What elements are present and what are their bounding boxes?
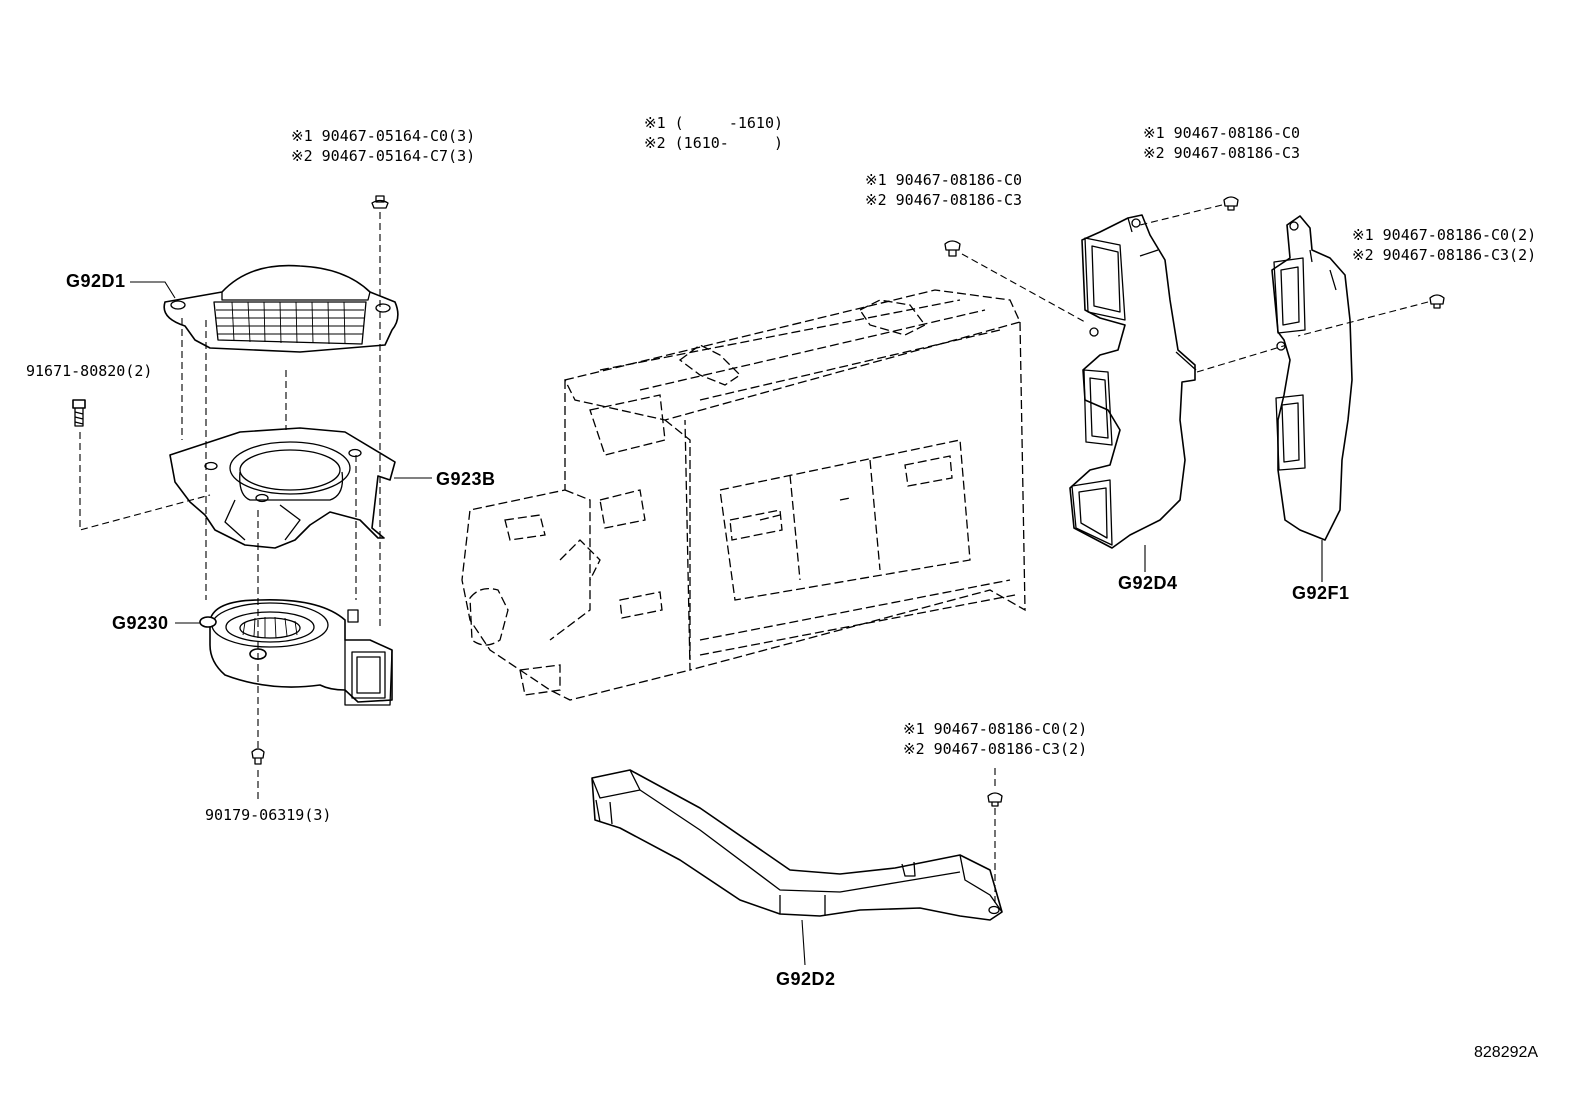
callout-screw-top-left-2: ※2 90467-05164-C7(3) (291, 147, 476, 165)
callout-screw-g92d4-1: ※1 90467-08186-C0 (1143, 124, 1301, 142)
screw-icon[interactable] (251, 748, 265, 765)
callout-screw-battery-1: ※1 90467-08186-C0 (865, 171, 1023, 189)
note-1: ※1 ( -1610) (644, 114, 783, 132)
callout-screw-g92d4-2: ※2 90467-08186-C3 (1143, 144, 1301, 162)
bolt-icon[interactable] (72, 399, 86, 427)
blower-fan-icon[interactable] (199, 599, 393, 706)
callout-screw-top-left-1: ※1 90467-05164-C0(3) (291, 127, 476, 145)
part-label-g92d2[interactable]: G92D2 (776, 969, 836, 989)
callout-screw-bottom-left: 90179-06319(3) (205, 806, 332, 824)
callout-screw-g92f1-1: ※1 90467-08186-C0(2) (1352, 226, 1537, 244)
part-label-g92d4[interactable]: G92D4 (1118, 573, 1178, 593)
screw-icon[interactable] (987, 792, 1003, 807)
duct-icon[interactable] (591, 769, 1003, 921)
callout-screw-battery-2: ※2 90467-08186-C3 (865, 191, 1023, 209)
screw-icon[interactable] (371, 195, 389, 209)
part-label-g9230[interactable]: G9230 (112, 613, 169, 633)
screw-icon[interactable] (1429, 294, 1445, 309)
part-label-g923b[interactable]: G923B (436, 469, 496, 489)
screw-icon[interactable] (1223, 196, 1239, 211)
duct-icon[interactable] (1069, 214, 1197, 549)
callout-screw-g92d2-1: ※1 90467-08186-C0(2) (903, 720, 1088, 738)
illustration-code: 828292A (1474, 1044, 1539, 1061)
callout-bolt-left: 91671-80820(2) (26, 362, 153, 380)
callout-screw-g92d2-2: ※2 90467-08186-C3(2) (903, 740, 1088, 758)
screw-icon[interactable] (944, 240, 961, 257)
part-label-g92d1[interactable]: G92D1 (66, 271, 126, 291)
battery-assembly-icon[interactable] (461, 289, 1026, 701)
note-2: ※2 (1610- ) (644, 134, 783, 152)
callout-screw-g92f1-2: ※2 90467-08186-C3(2) (1352, 246, 1537, 264)
fan-bracket-icon[interactable] (169, 427, 396, 549)
intake-cover-icon[interactable] (163, 264, 399, 353)
part-label-g92f1[interactable]: G92F1 (1292, 583, 1350, 603)
duct-icon[interactable] (1271, 215, 1353, 541)
